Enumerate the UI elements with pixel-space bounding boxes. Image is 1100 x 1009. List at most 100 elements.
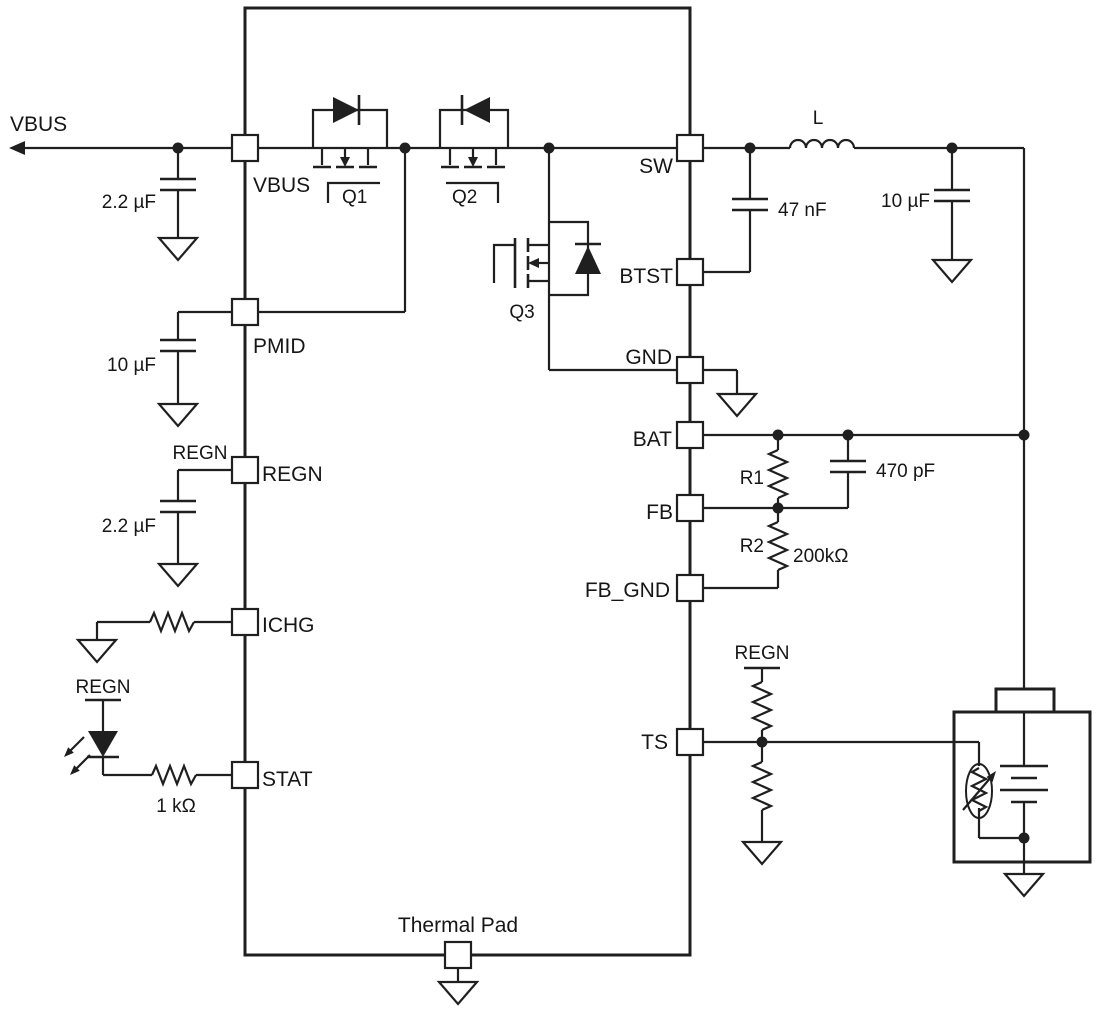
capacitor-icon	[732, 197, 768, 212]
pin-bat	[675, 420, 705, 450]
thermistor-resistor	[969, 767, 989, 812]
vbus-input-net: VBUS	[9, 113, 232, 155]
junction-dot	[543, 142, 555, 154]
ground-icon	[741, 840, 783, 866]
gate-lead	[492, 243, 515, 283]
pin-label-regn: REGN	[262, 463, 323, 486]
resistor-icon	[766, 520, 790, 572]
ground-icon	[157, 562, 199, 588]
inductor-label: L	[813, 108, 824, 129]
feedback-network: R1 470 pF R2 200kΩ	[703, 433, 1024, 590]
pin-label-btst: BTST	[619, 265, 673, 288]
wire	[703, 570, 780, 590]
resistor-icon	[148, 609, 195, 635]
pin-fb	[675, 493, 705, 523]
regn-capacitor: REGN 2.2 µF	[102, 443, 232, 588]
ic-pin-labels: VBUS PMID REGN ICHG STAT SW BTST GND BAT…	[253, 155, 673, 937]
junction-dot	[744, 142, 756, 154]
resistor-icon	[766, 448, 790, 500]
wire	[703, 368, 739, 394]
fet-label: Q1	[342, 187, 367, 208]
junction-dot	[946, 142, 958, 154]
wire	[176, 468, 232, 501]
pin-pmid	[230, 297, 260, 327]
resistor-label: R2	[740, 536, 764, 557]
capacitor-icon	[830, 459, 866, 474]
diode-icon	[575, 246, 601, 274]
pin-label-stat: STAT	[262, 768, 313, 791]
fet-contacts	[320, 148, 370, 165]
pin-label-pmid: PMID	[253, 335, 306, 358]
thermistor-arrow-line	[962, 775, 993, 811]
cap-value: 10 µF	[881, 191, 930, 212]
resistor-icon	[150, 762, 197, 788]
mosfet-q1: Q1	[311, 95, 389, 208]
pin-label-ts: TS	[641, 731, 668, 754]
pin-label-sw: SW	[639, 155, 673, 178]
wire	[258, 148, 407, 314]
pin-label-bat: BAT	[633, 428, 672, 451]
arrow-icon	[468, 157, 478, 167]
gate-lead	[446, 181, 500, 203]
cap-value: 470 pF	[876, 461, 935, 482]
battery-icon	[1000, 764, 1048, 804]
junction-dot	[1018, 429, 1030, 441]
ground-icon	[76, 638, 118, 664]
ground-icon	[931, 258, 973, 284]
wire	[854, 146, 1026, 689]
resistor-value: 200kΩ	[793, 546, 848, 567]
input-arrow-icon	[9, 141, 25, 155]
capacitor-icon	[160, 499, 196, 514]
ichg-resistor	[76, 609, 232, 664]
pmid-capacitor: 10 µF	[107, 310, 232, 428]
thermistor-arrow-icon	[986, 771, 996, 783]
light-arrow-icon	[70, 765, 80, 775]
resistor-icon	[750, 680, 774, 732]
ground-icon	[157, 402, 199, 428]
net-label-regn: REGN	[735, 643, 790, 664]
wire	[101, 757, 152, 777]
pin-btst	[675, 257, 705, 287]
arrow-icon	[340, 157, 350, 167]
diode-icon	[333, 97, 359, 123]
pin-ichg	[230, 607, 260, 637]
ground-icon	[716, 392, 758, 418]
wire	[176, 310, 232, 340]
pin-label-ichg: ICHG	[262, 614, 315, 637]
gate-lead	[326, 181, 380, 203]
thermal-pad-ground	[437, 968, 479, 1006]
resistor-label: R1	[740, 468, 764, 489]
junction-dot	[172, 142, 184, 154]
wire	[703, 210, 752, 274]
pin-label-fbgnd: FB_GND	[585, 579, 670, 602]
battery-pack	[952, 687, 1092, 898]
ic-pins	[230, 133, 705, 970]
fet-contacts	[448, 148, 498, 165]
junction-dot	[399, 142, 411, 154]
bootstrap-capacitor: 47 nF	[703, 148, 827, 274]
stat-led-circuit: REGN 1 kΩ	[64, 677, 232, 817]
pin-label-gnd: GND	[625, 346, 672, 369]
net-label-regn: REGN	[76, 677, 131, 698]
pin-gnd	[675, 355, 705, 385]
light-arrow-icon	[64, 747, 74, 757]
output-capacitor: 10 µF	[881, 148, 973, 284]
junction-dot	[772, 429, 784, 441]
net-label-vbus: VBUS	[10, 113, 67, 136]
junction-dot	[842, 429, 854, 441]
cap-value: 2.2 µF	[102, 516, 156, 537]
wire	[977, 808, 1024, 840]
input-capacitor: 2.2 µF	[102, 148, 199, 262]
pin-ts	[675, 727, 705, 757]
junction-dot	[756, 736, 768, 748]
mosfet-q2: Q2	[438, 95, 510, 208]
pin-label-thermal-pad: Thermal Pad	[398, 914, 518, 937]
diode-icon	[464, 97, 490, 123]
ground-icon	[437, 980, 479, 1006]
fet-contacts	[528, 243, 549, 283]
pack-connector	[994, 687, 1056, 714]
cap-value: 10 µF	[107, 355, 156, 376]
pin-fbgnd	[675, 573, 705, 603]
resistor-value: 1 kΩ	[156, 796, 196, 817]
